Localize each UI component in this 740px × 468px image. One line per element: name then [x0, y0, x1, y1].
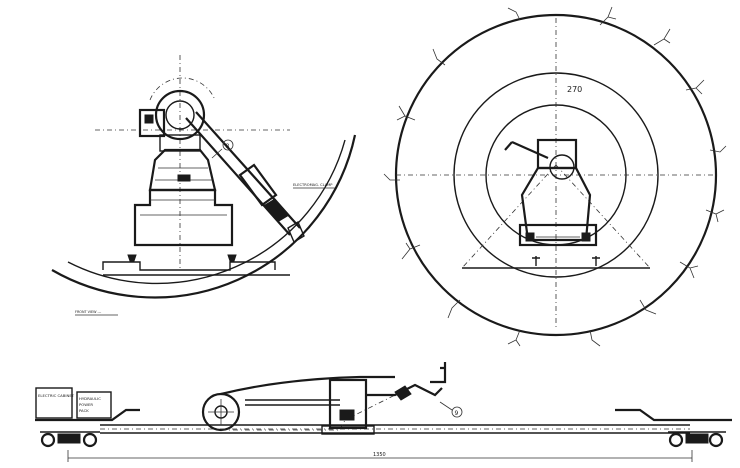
arm-callout-leader: [439, 401, 453, 411]
reel-outer: [154, 89, 206, 141]
electric-cabinet: [35, 387, 73, 419]
left-wheel-b: [82, 432, 98, 448]
rail-foot-left: [532, 256, 540, 266]
tower-block: [177, 174, 191, 182]
drive-chain: [221, 394, 396, 431]
crack-line: [709, 145, 727, 153]
crack-line: [679, 261, 699, 279]
crack-line: [396, 105, 416, 121]
arm-joint: [394, 385, 412, 401]
machine-base: [518, 223, 598, 247]
callout-label: 8: [226, 143, 230, 150]
left-carriage-deck: [35, 408, 140, 422]
machine-arm-tool: [504, 141, 513, 151]
arm-callout-circle: [451, 406, 463, 418]
machine-head: [536, 138, 578, 170]
clamp-note: ELECTROMAG. CLAMP: [293, 183, 333, 187]
articulated-arm: [366, 383, 443, 397]
crack-line: [599, 6, 617, 26]
cone-right: [555, 164, 651, 269]
manipulator-tip: [287, 220, 305, 244]
reel-dotted-arc: [149, 77, 216, 101]
machine-arm: [511, 140, 549, 160]
side-elevation-view: ELECTRIC CABINET HYDRAULIC POWER PACK 9: [35, 362, 732, 462]
hydraulic-pack-line-1: HYDRAULIC: [79, 396, 101, 401]
manipulator-joint: [238, 163, 278, 207]
tower-cap: [159, 134, 201, 152]
tunnel-end-view: 270: [383, 6, 727, 347]
machine-foot: [321, 425, 375, 435]
crack-line: [685, 79, 705, 95]
crack-line: [447, 299, 461, 319]
crack-line: [507, 329, 521, 347]
tower-body: [148, 148, 217, 192]
crack-line: [507, 7, 521, 21]
reel-inner: [165, 100, 195, 130]
hydraulic-power-pack: [76, 391, 112, 419]
left-bogie: [57, 433, 81, 444]
rail-profile: [102, 261, 276, 271]
tunnel-middle-circle: [453, 72, 659, 278]
crack-line: [589, 329, 601, 347]
machine-base-detail: [581, 232, 591, 242]
arm-head: [430, 362, 447, 384]
crack-line: [383, 173, 400, 181]
pipe-outer-arc: [51, 134, 357, 299]
wheel-right: [227, 254, 237, 262]
cross-section-view: 8 ELECTROMAG. CLAMP FRONT VIEW ---: [51, 55, 357, 316]
view-caption: FRONT VIEW ---: [75, 310, 102, 314]
crack-line: [401, 242, 421, 260]
left-arm-detail: [144, 114, 154, 124]
manipulator-tool: [264, 198, 290, 222]
arm-callout-label: 9: [455, 410, 459, 417]
rail-foot-right: [592, 256, 600, 266]
callout-leader: [211, 148, 223, 159]
hydraulic-pack-line-3: PACK: [79, 408, 89, 413]
machine-column: [328, 378, 368, 430]
drive-belt: [220, 375, 395, 396]
left-arm-block: [138, 108, 166, 138]
crack-line: [639, 299, 657, 315]
right-wheel-b: [708, 432, 724, 448]
machine-head-circle: [549, 154, 575, 180]
right-bogie: [685, 433, 709, 444]
machine-column-block: [339, 409, 355, 421]
base-housing: [133, 188, 234, 247]
pipe-inner-arc: [67, 139, 346, 285]
chain-links: [245, 399, 340, 406]
machine-base-detail: [525, 232, 535, 242]
right-wheel-a: [668, 432, 684, 448]
crack-line: [432, 48, 446, 66]
callout-circle: [222, 139, 234, 151]
angle-label: 270: [567, 85, 582, 94]
dimension-label: 1350: [373, 452, 386, 458]
hydraulic-pack-line-2: POWER: [79, 402, 93, 407]
electric-cabinet-label: ELECTRIC CABINET: [38, 393, 75, 398]
wheel-left: [127, 254, 137, 262]
crack-line: [705, 209, 725, 223]
crack-line: [653, 28, 671, 46]
left-wheel-a: [40, 432, 56, 448]
cone-left: [461, 164, 557, 269]
right-carriage-deck: [615, 408, 732, 422]
